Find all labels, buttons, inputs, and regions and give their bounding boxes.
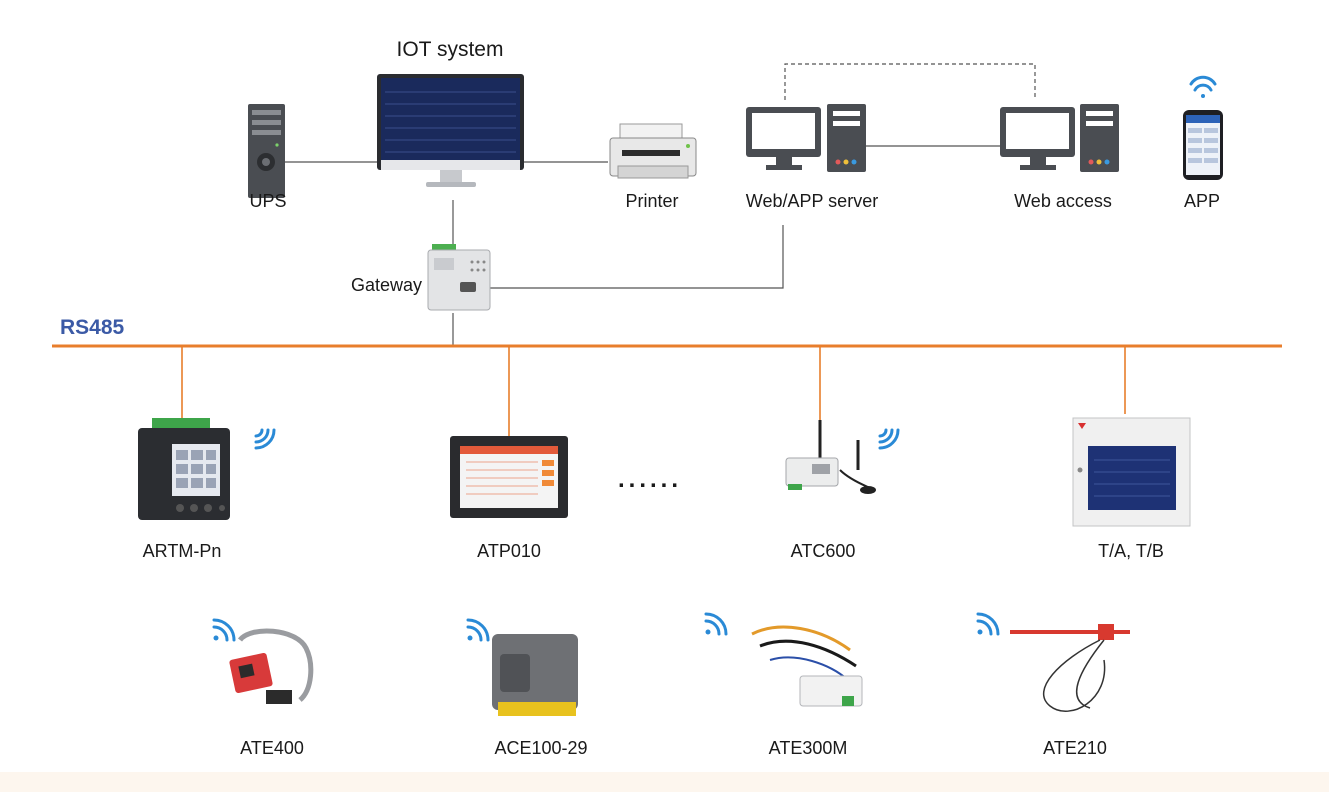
wifi-icon-ace100 (466, 618, 490, 642)
web-app-server-label: Web/APP server (745, 191, 879, 211)
web-access-pc (1000, 104, 1119, 172)
ate400-sensor (229, 628, 314, 704)
ups-device (248, 104, 285, 198)
ups-label: UPS (249, 191, 287, 211)
app-label: APP (1183, 191, 1221, 211)
ace100-29-sensor (492, 634, 578, 716)
atp010-label: ATP010 (477, 541, 541, 561)
atc600-device (785, 420, 876, 494)
web-app-server (746, 104, 866, 172)
app-wifi-icon (1189, 75, 1217, 98)
wifi-icon-ate210 (976, 612, 1000, 636)
printer-label: Printer (625, 191, 679, 211)
artm-pn-label: ARTM-Pn (142, 541, 222, 561)
server-access-dashed-link (784, 63, 1036, 100)
ta-tb-cabinet (1072, 417, 1191, 527)
wifi-icon-ate400 (212, 618, 236, 642)
ate210-label: ATE210 (1043, 738, 1107, 758)
ace100-29-label: ACE100-29 (494, 738, 588, 758)
iot-monitor (377, 74, 524, 187)
web-access-label: Web access (1014, 191, 1112, 211)
artm-wireless-signal-icon (254, 428, 276, 450)
ate300m-sensor (751, 625, 863, 707)
ta-tb-label: T/A, T/B (1098, 541, 1164, 561)
printer-device (609, 123, 697, 179)
wifi-icon-ate300m (704, 612, 728, 636)
ate400-label: ATE400 (240, 738, 304, 758)
gateway-device (427, 244, 491, 311)
bottom-band (0, 772, 1329, 792)
atc600-label: ATC600 (790, 541, 856, 561)
ate210-sensor (1010, 624, 1130, 712)
gateway-label: Gateway (351, 275, 423, 295)
ate300m-label: ATE300M (768, 738, 848, 758)
connection-lines (285, 63, 1036, 346)
artm-pn-device (138, 418, 230, 520)
atc600-wireless-signal-icon (878, 428, 900, 450)
rs485-label: RS485 (60, 316, 125, 339)
phone-icon (1183, 110, 1223, 180)
atp010-device (450, 436, 568, 518)
gateway-to-server-line (488, 225, 784, 289)
iot-system-label: IOT system (396, 38, 504, 61)
ellipsis: ...... (617, 466, 683, 493)
